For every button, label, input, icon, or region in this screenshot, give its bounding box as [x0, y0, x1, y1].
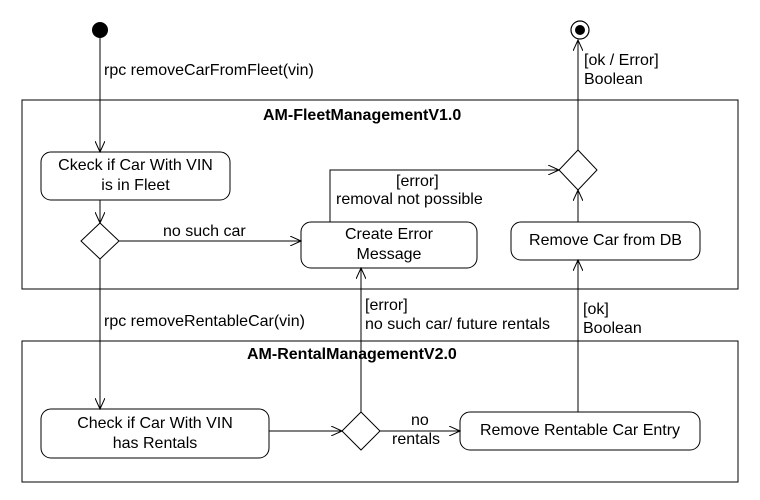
initial-node — [92, 22, 108, 38]
fleet-partition — [21, 99, 739, 290]
action-check-rentals — [40, 408, 270, 459]
decision-merge — [558, 149, 598, 191]
edge-label-no-rentals-2: rentals — [392, 431, 441, 448]
action-check-fleet-line1: Ckeck if Car With VIN — [58, 157, 213, 174]
edge-label-rpc-fleet: rpc removeCarFromFleet(vin) — [104, 62, 314, 79]
edge-label-error-removal-text: removal not possible — [336, 191, 483, 208]
action-check-rentals-line2: has Rentals — [112, 434, 198, 452]
action-create-error-line2: Message — [356, 246, 422, 263]
decision-fleet — [80, 222, 120, 260]
action-create-error-line1: Create Error — [344, 226, 434, 243]
action-check-rentals-line1: Check if Car With VIN — [77, 414, 233, 432]
edge-label-error-rental-guard: [error] — [365, 297, 408, 314]
action-remove-db-label: Remove Car from DB — [511, 222, 700, 260]
rental-partition — [21, 340, 739, 483]
edge-label-final-type: Boolean — [584, 71, 643, 88]
action-remove-db-line1: Remove Car from DB — [529, 232, 682, 249]
edge-error-to-merge — [329, 170, 559, 222]
edge-label-final-guard: [ok / Error] — [584, 52, 659, 69]
action-remove-rentable-label: Remove Rentable Car Entry — [460, 412, 700, 450]
fleet-partition-title: AM-FleetManagementV1.0 — [263, 107, 462, 124]
final-node-inner — [575, 25, 585, 35]
action-remove-db — [510, 221, 701, 261]
decision-rental — [341, 411, 381, 451]
action-create-error-label: Create Error Message — [301, 222, 477, 268]
edge-label-rpc-rental: rpc removeRentableCar(vin) — [104, 313, 305, 330]
edge-label-ok-guard: [ok] — [583, 301, 609, 318]
edge-label-no-such-car: no such car — [163, 223, 246, 240]
action-check-fleet — [40, 151, 231, 201]
edge-label-ok-type: Boolean — [583, 320, 642, 337]
edge-label-error-rental-text: no such car/ future rentals — [365, 316, 550, 333]
action-check-fleet-line2: is in Fleet — [101, 177, 170, 194]
edge-label-no-rentals-1: no — [411, 412, 429, 429]
edge-label-error-removal-guard: [error] — [396, 173, 439, 190]
rental-partition-title: AM-RentalManagementV2.0 — [247, 346, 457, 363]
action-check-fleet-label: Ckeck if Car With VIN is in Fleet — [41, 152, 230, 200]
action-remove-rentable-line1: Remove Rentable Car Entry — [479, 422, 681, 439]
action-check-rentals-label: Check if Car With VIN has Rentals — [41, 409, 269, 458]
